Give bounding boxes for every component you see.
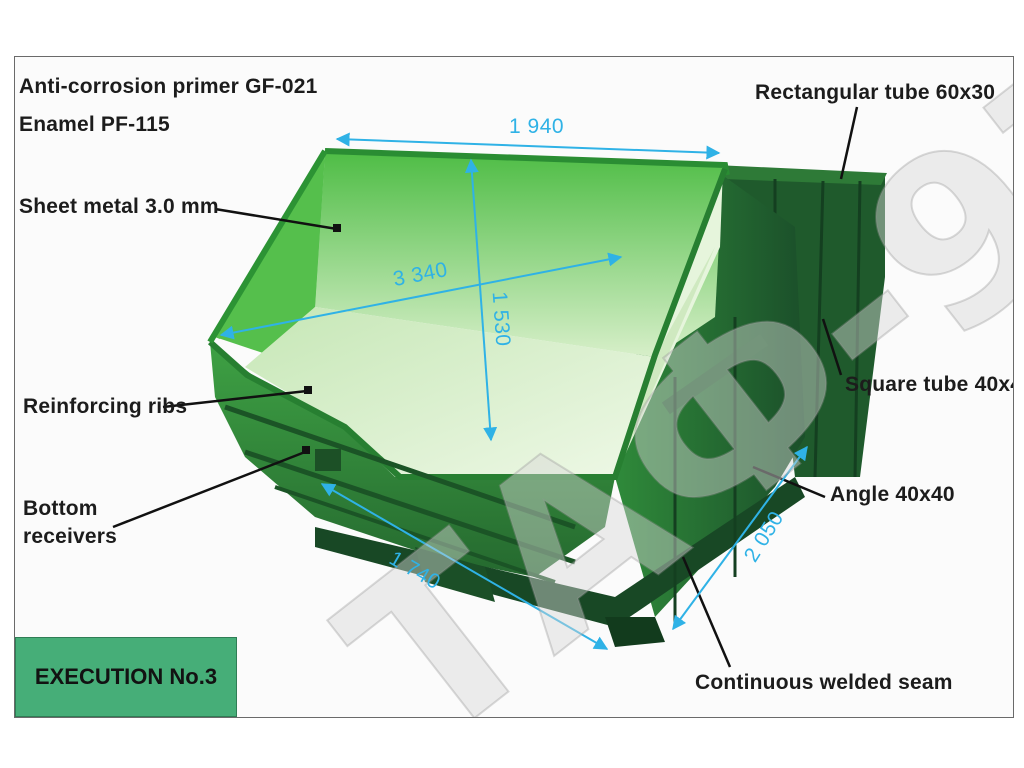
rect-tube-label: Rectangular tube 60x30 <box>755 81 996 104</box>
diagram-frame: ТАФ-97 Anti-corrosion primer GF-021 Enam… <box>14 56 1014 718</box>
dim-line-height <box>464 158 498 442</box>
side-wall <box>615 177 805 617</box>
leader-sheet-metal <box>214 207 338 231</box>
rear-frame-top <box>715 165 887 185</box>
interior-floor <box>245 307 655 477</box>
dim-line-front-width <box>320 483 609 650</box>
square-tube-label: Square tube 40x40 <box>845 373 1013 396</box>
enamel-note: Enamel PF-115 <box>19 113 170 136</box>
welded-seam-label: Continuous welded seam <box>695 671 953 694</box>
dim-line-diagonal <box>219 252 623 340</box>
execution-badge-label: EXECUTION No.3 <box>34 664 218 689</box>
container-illustration: ТАФ-97 <box>112 57 1013 717</box>
dim-line-side-depth <box>672 445 808 631</box>
leader-reinforcing-ribs <box>162 389 308 409</box>
leader-bottom-receivers <box>112 450 306 529</box>
angle-label: Angle 40x40 <box>830 483 955 506</box>
bottom-receivers-label-1: Bottom <box>23 497 98 520</box>
dim-top-width: 1 940 <box>509 115 565 138</box>
dim-height: 1 530 <box>487 290 515 348</box>
sheet-metal-label: Sheet metal 3.0 mm <box>19 195 219 218</box>
execution-badge: EXECUTION No.3 <box>15 637 237 717</box>
primer-note: Anti-corrosion primer GF-021 <box>19 75 318 98</box>
leader-rect-tube <box>839 106 859 180</box>
dim-line-top-width <box>335 132 721 160</box>
reinforcing-ribs-label: Reinforcing ribs <box>23 395 188 418</box>
leader-square-tube <box>821 318 843 376</box>
bottom-receivers-label-2: receivers <box>23 525 118 548</box>
bottom-receiver <box>315 449 341 471</box>
